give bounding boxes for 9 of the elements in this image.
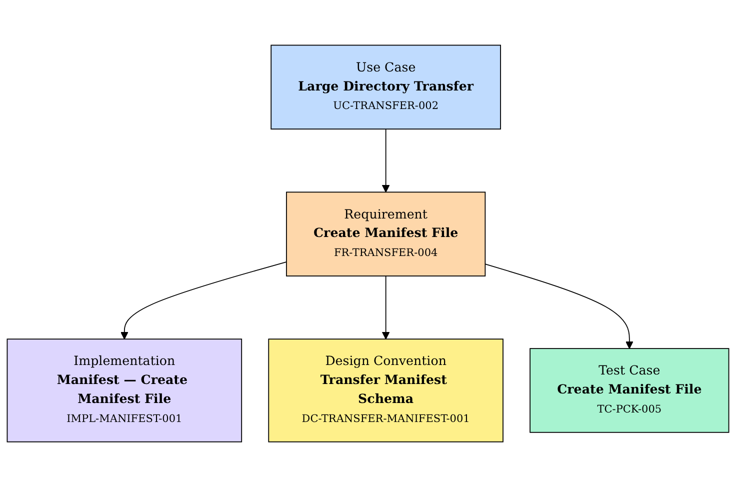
node-box: Implementation Manifest — Create Manifest File IMPL-MANIFEST-001 bbox=[6, 339, 242, 443]
arrow bbox=[484, 264, 634, 350]
arrow bbox=[382, 276, 390, 340]
arrow bbox=[120, 262, 287, 340]
arrow bbox=[382, 129, 390, 193]
node-box: Use Case Large Directory Transfer UC-TRANSFER-002 bbox=[270, 45, 501, 130]
node-box: Design Convention Transfer Manifest Schema DC-TRANSFER-MANIFEST-001 bbox=[268, 339, 504, 443]
node-box: Test Case Create Manifest File TC-PCK-005 bbox=[530, 348, 730, 434]
node-box: Requirement Create Manifest File FR-TRANSFER-004 bbox=[286, 192, 486, 277]
